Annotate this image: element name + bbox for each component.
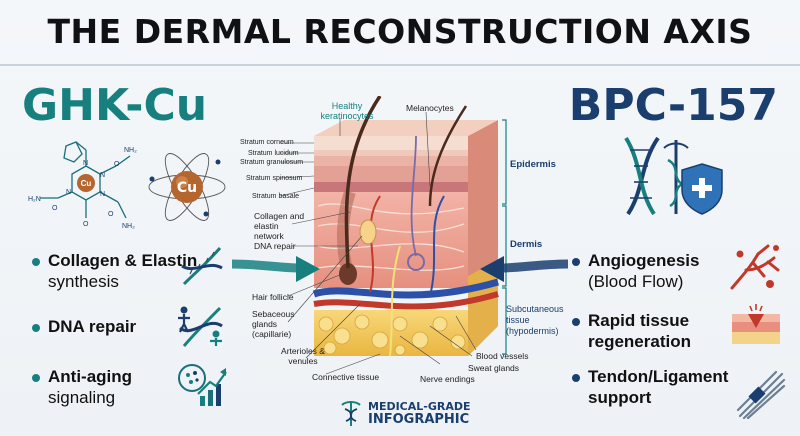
molecule-label-h2n: H₂N — [28, 196, 41, 203]
molecule-label-n2: N — [100, 172, 105, 179]
molecule-label-o4: O — [114, 161, 120, 168]
label-stratum-basale: Stratum basale — [252, 193, 300, 200]
molecule-label-o1: O — [52, 205, 58, 212]
bullet-bold: Angiogenesis — [588, 251, 700, 270]
bullet-dot — [572, 318, 580, 326]
bullet-bold: Rapid tissue — [588, 311, 690, 330]
label-blood-vessels: Blood vessels — [476, 351, 529, 361]
ghk-bullet-dna-repair: DNA repair — [32, 316, 136, 337]
molecule-label-o3: O — [83, 221, 89, 228]
label-hair-follicle: Hair follicle — [252, 292, 294, 302]
bullet-normal: synthesis — [48, 272, 119, 291]
stratum-corneum-layer — [314, 136, 468, 150]
bullet-dot — [32, 258, 40, 266]
dna-helix-icon — [181, 247, 223, 286]
bpc-bullet-angiogenesis: Angiogenesis (Blood Flow) — [572, 250, 699, 292]
bullet-dot — [32, 324, 40, 332]
molecule-label-n3: N — [66, 189, 71, 196]
bullet-bold-2: regeneration — [588, 332, 691, 351]
molecule-label-o2: O — [108, 211, 114, 218]
label-stratum-lucidum: Stratum lucidum — [248, 150, 299, 157]
copper-atom-icon: Cu — [148, 153, 226, 221]
bullet-dot — [32, 374, 40, 382]
blood-vessels-icon — [730, 244, 780, 290]
bullet-bold-2: support — [588, 388, 652, 407]
caduceus-icon — [341, 401, 361, 426]
ghk-arrow-icon — [231, 256, 320, 282]
tendon-fibers-icon — [736, 370, 786, 420]
molecule-label-nh2-top: NH₂ — [124, 147, 137, 154]
molecule-label-n4: N — [100, 191, 105, 198]
dna-caduceus-shield-icon — [624, 136, 723, 216]
bullet-bold: Collagen & Elastin — [48, 251, 198, 270]
ghk-bullet-collagen: Collagen & Elastin synthesis — [32, 250, 197, 292]
growth-chart-icon — [178, 364, 227, 406]
label-dermis: Dermis — [510, 239, 543, 250]
label-epidermis: Epidermis — [510, 159, 556, 170]
label-sweat-glands: Sweat glands — [468, 363, 520, 373]
label-arterioles: Arterioles & venules — [281, 346, 325, 366]
label-collagen-network: Collagen and elastin network — [254, 211, 305, 241]
bpc-bullet-regeneration: Rapid tissue regeneration — [572, 310, 691, 352]
dna-repair-people-icon — [178, 306, 223, 347]
bullet-bold: Tendon/Ligament — [588, 367, 729, 386]
footer-badge: MEDICAL-GRADE INFOGRAPHIC — [340, 399, 471, 427]
molecule-label-nh2-bottom: NH₂ — [122, 223, 135, 230]
ghk-cu-heading: GHK-Cu — [22, 80, 208, 131]
bpc-157-heading: BPC-157 — [568, 80, 778, 131]
bullet-bold: Anti-aging — [48, 367, 133, 386]
label-melanocytes: Melanocytes — [406, 103, 454, 113]
bullet-normal: signaling — [48, 388, 116, 407]
molecule-label-n1: N — [83, 160, 88, 167]
bullet-dot — [572, 374, 580, 382]
bpc-bullet-tendon: Tendon/Ligament support — [572, 366, 728, 408]
bpc-arrow-icon — [480, 256, 569, 282]
skin-cross-section — [279, 96, 507, 375]
bullet-bold: DNA repair — [48, 317, 137, 336]
label-sebaceous-glands: Sebaceous glands (capillarie) — [252, 309, 295, 339]
footer-line-2: INFOGRAPHIC — [368, 412, 470, 427]
footer-line-1: MEDICAL-GRADE — [368, 400, 471, 413]
label-stratum-spinosum: Stratum spinosum — [246, 175, 303, 182]
label-stratum-granulosum: Stratum granulosum — [240, 159, 304, 166]
label-healthy-keratinocytes: Healthy keratinocytes — [320, 101, 374, 121]
label-dna-repair: DNA repair — [254, 241, 296, 251]
bullet-normal: (Blood Flow) — [588, 272, 684, 291]
label-subcutaneous: Subcutaneous tissue (hypodermis) — [506, 304, 564, 336]
page-title: THE DERMAL RECONSTRUCTION AXIS — [47, 11, 753, 51]
copper-atom-label: Cu — [177, 180, 197, 196]
molecule-cu-label: Cu — [81, 179, 92, 188]
label-stratum-corneum: Stratum corneum — [240, 139, 294, 146]
ghk-bullet-anti-aging: Anti-aging signaling — [32, 366, 132, 408]
title-divider — [0, 64, 800, 66]
label-connective-tissue: Connective tissue — [312, 372, 380, 382]
label-nerve-endings: Nerve endings — [420, 374, 475, 384]
wound-healing-icon — [732, 304, 780, 344]
ghk-cu-molecule-icon: Cu NH₂ H₂N NH₂ N N N N O O O O — [28, 141, 137, 230]
bullet-dot — [572, 258, 580, 266]
